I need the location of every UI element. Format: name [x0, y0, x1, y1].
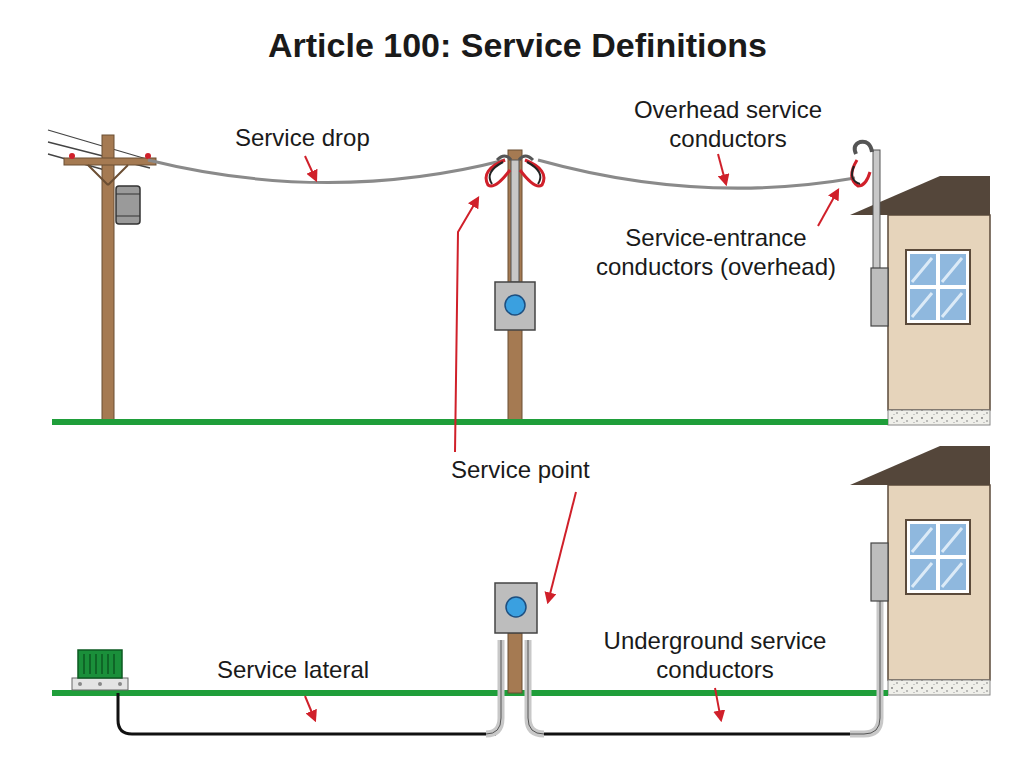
- service-point-label: Service point: [451, 455, 590, 484]
- page-title: Article 100: Service Definitions: [268, 25, 767, 66]
- underground-scene: [52, 446, 990, 734]
- underground-conductors-label: Underground service conductors: [590, 626, 840, 685]
- service-drop-label: Service drop: [235, 123, 370, 152]
- overhead-conductors-label: Overhead service conductors: [608, 95, 848, 154]
- service-lateral-label: Service lateral: [217, 655, 369, 684]
- overhead-scene: [48, 130, 990, 425]
- service-entrance-label: Service-entrance conductors (overhead): [586, 223, 846, 282]
